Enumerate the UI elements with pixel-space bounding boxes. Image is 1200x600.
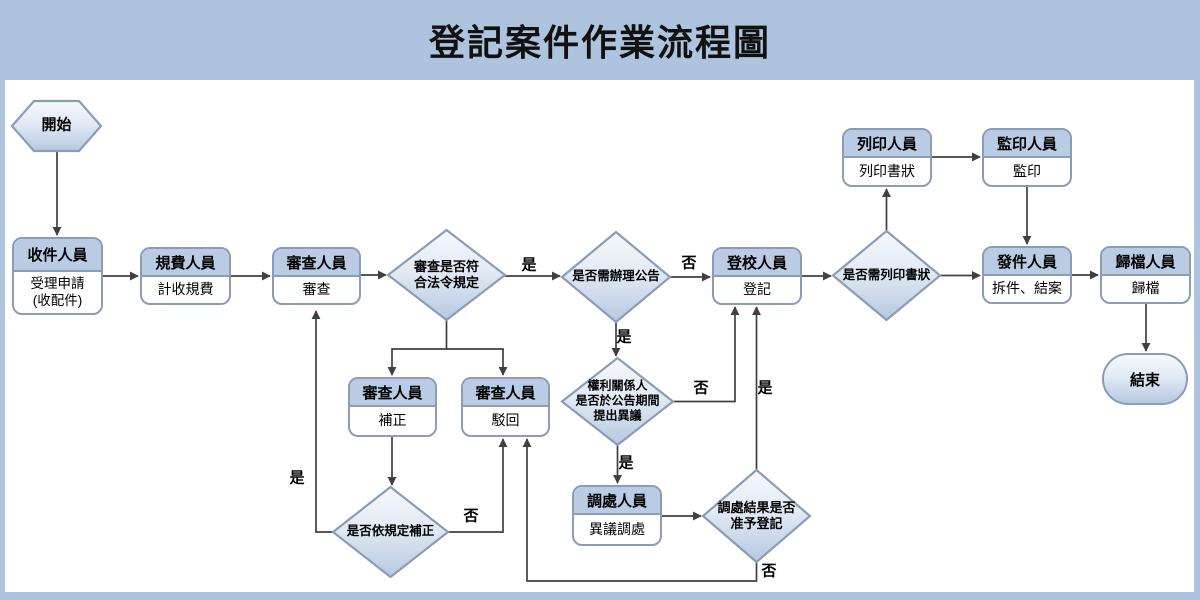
process-box-fee: 規費人員 計收規費 — [140, 247, 231, 305]
process-box-dispatch-body: 拆件、結案 — [992, 280, 1062, 297]
process-box-seal-header: 監印人員 — [984, 130, 1070, 158]
process-box-review: 審查人員 審查 — [272, 247, 361, 305]
decision-printcheck-shape — [831, 229, 942, 322]
decision-objection-label: 權利關係人 是否於公告期間 提出異議 — [575, 378, 660, 423]
process-box-print-header: 列印人員 — [844, 130, 930, 158]
decision-lawcheck-label: 審查是否符 合法令規定 — [413, 258, 479, 290]
edge-mediatecheck-no-to-reject — [522, 438, 758, 582]
edge-label-announce-no: 否 — [681, 254, 697, 272]
edge-correctcheck-yes-to-review — [311, 310, 333, 533]
process-box-archive-body: 歸檔 — [1131, 280, 1160, 297]
process-box-archive: 歸檔人員 歸檔 — [1100, 246, 1191, 304]
edge-label-announce-yes: 是 — [616, 328, 632, 346]
process-box-mediate: 調處人員 異議調處 — [572, 485, 662, 546]
process-box-correct: 審查人員 補正 — [348, 377, 437, 437]
edge-objection-no-to-register — [673, 306, 740, 403]
process-box-mediate-header: 調處人員 — [574, 487, 660, 515]
page-title: 登記案件作業流程圖 — [428, 22, 771, 63]
process-box-correct-header: 審查人員 — [350, 379, 435, 407]
process-box-archive-header: 歸檔人員 — [1102, 248, 1189, 276]
decision-announce-shape — [560, 230, 672, 324]
process-box-print: 列印人員 列印書狀 — [842, 128, 932, 187]
edge-label-lawcheck-yes: 是 — [521, 256, 537, 274]
process-box-reject-body: 駁回 — [491, 412, 520, 429]
process-box-dispatch: 發件人員 拆件、結案 — [982, 246, 1072, 304]
edge-lawcheck-to-correct — [387, 320, 448, 376]
process-box-dispatch-header: 發件人員 — [984, 248, 1070, 276]
process-box-register: 登校人員 登記 — [712, 247, 802, 305]
process-box-review-body: 審查 — [302, 281, 331, 298]
process-box-fee-body: 計收規費 — [157, 281, 214, 298]
edge-correctcheck-no-to-reject — [448, 438, 508, 533]
process-box-reject-header: 審查人員 — [463, 379, 548, 407]
process-box-receive: 收件人員 受理申請 (收配件) — [12, 237, 103, 315]
decision-objection-shape — [560, 356, 675, 447]
end-terminal: 結束 — [1102, 353, 1188, 405]
decision-announce-label: 是否需辦理公告 — [572, 269, 660, 284]
edge-label-mediatecheck-yes: 是 — [757, 379, 773, 397]
process-box-seal-body: 監印 — [1013, 162, 1041, 179]
decision-printcheck-label: 是否需列印書狀 — [842, 268, 931, 283]
title-bar: 登記案件作業流程圖 — [0, 0, 1200, 80]
edge-label-objection-yes: 是 — [618, 454, 634, 472]
process-box-print-body: 列印書狀 — [859, 162, 915, 179]
decision-lawcheck-shape — [386, 228, 507, 322]
process-box-mediate-body: 異議調處 — [589, 520, 645, 537]
process-box-review-header: 審查人員 — [274, 249, 359, 277]
start-hexagon-shape — [10, 99, 103, 153]
edge-lawcheck-to-reject — [446, 348, 508, 376]
decision-mediatecheck-label: 調處結果是否 准予登記 — [717, 499, 796, 531]
decision-mediatecheck-shape — [701, 468, 812, 564]
start-hexagon-label: 開始 — [41, 116, 72, 134]
process-box-register-header: 登校人員 — [714, 249, 800, 277]
process-box-correct-body: 補正 — [378, 412, 407, 429]
process-box-receive-body: 受理申請 (收配件) — [30, 275, 85, 308]
edge-label-correctcheck-no: 否 — [463, 507, 479, 525]
process-box-seal: 監印人員 監印 — [982, 128, 1072, 187]
decision-correctcheck-shape — [331, 485, 450, 579]
edge-label-mediatecheck-no: 否 — [761, 562, 777, 580]
process-box-receive-header: 收件人員 — [14, 239, 101, 272]
process-box-register-body: 登記 — [743, 281, 771, 298]
decision-correctcheck-label: 是否依規定補正 — [346, 524, 435, 539]
edge-label-correctcheck-yes: 是 — [289, 469, 305, 487]
process-box-reject: 審查人員 駁回 — [461, 377, 550, 437]
edge-label-objection-no: 否 — [693, 379, 709, 397]
process-box-fee-header: 規費人員 — [142, 249, 229, 277]
